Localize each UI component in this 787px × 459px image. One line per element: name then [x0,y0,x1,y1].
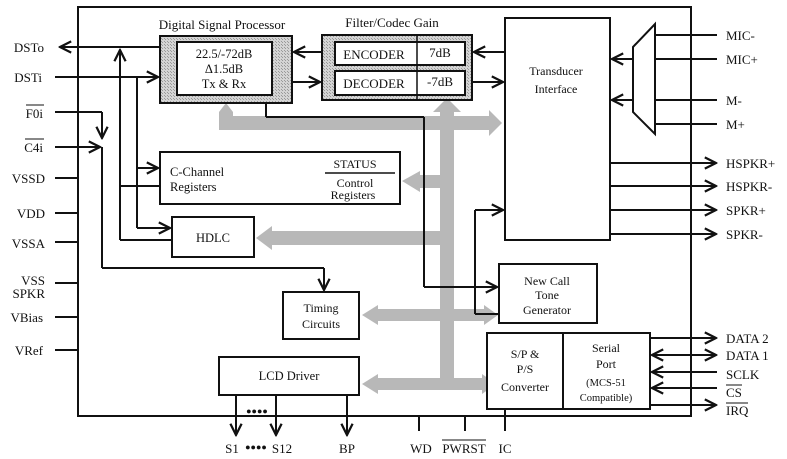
pin-vbias: VBias [11,310,44,325]
bus-arrow-up [433,98,461,112]
dsp-line1: 22.5/-72dB [196,47,253,61]
newcall-line1: New Call [524,274,570,288]
lcd-dots: ●●●● [246,406,268,416]
bus-top [219,116,489,130]
pin-mic-plus: MIC+ [726,52,758,67]
encoder-label: ENCODER [343,47,405,62]
pin-wd: WD [410,441,432,456]
c-channel-registers-block: C-Channel Registers STATUS Control Regis… [159,151,401,205]
internal-bus [219,98,502,394]
new-call-tone-generator-block: New Call Tone Generator [498,263,598,324]
serial-line2: Port [596,357,617,371]
bottom-pins: S1 S12 BP WD PWRST IC [225,439,512,456]
pin-spkr: SPKR [12,286,45,301]
chip-boundary [77,6,692,417]
bus-arrow-right-top [489,110,502,136]
cchannel-line2: Registers [170,180,217,194]
timing-line2: Circuits [302,317,340,331]
pin-spkr-plus: SPKR+ [726,203,766,218]
pin-s12: S12 [272,441,292,456]
dsp-line3: Tx & Rx [202,77,247,91]
filter-title: Filter/Codec Gain [345,15,439,30]
pin-bp: BP [339,441,355,456]
lcd-label: LCD Driver [259,369,321,383]
newcall-line3: Generator [523,303,571,317]
hdlc-block: HDLC [171,216,255,258]
transducer-line1: Transducer [529,64,583,78]
left-pins: DSTo DSTi F0i C4i VSSD VDD VSSA VSS SPKR… [11,40,46,358]
pin-m-plus: M+ [726,117,745,132]
newcall-line2: Tone [535,288,559,302]
bus-hdlc [270,231,440,245]
pin-cs: CS [726,385,742,400]
serial-line1: Serial [592,341,621,355]
bus-lcd [378,378,482,390]
serial-line3: (MCS-51 [586,378,626,389]
encoder-gain: 7dB [429,45,451,60]
hdlc-label: HDLC [196,231,230,245]
cchannel-line1: C-Channel [170,165,225,179]
dsp-line2: Δ1.5dB [205,62,243,76]
pin-vss: VSS [21,273,45,288]
pin-mic-minus: MIC- [726,28,755,43]
pin-sclk: SCLK [726,367,760,382]
sp-converter-block: S/P & P/S Converter [486,332,564,410]
signal-wires [55,34,717,435]
pin-irq: IRQ [726,403,749,418]
decoder-gain: -7dB [427,74,453,89]
sp-line3: Converter [501,380,549,394]
pin-pwrst: PWRST [442,441,485,456]
bus-arrow-up-dsp [219,103,233,130]
sp-line2: P/S [517,362,534,376]
pin-dsti: DSTi [14,70,42,85]
bus-vertical [440,110,454,390]
pin-s1: S1 [225,441,239,456]
pin-hspkr-plus: HSPKR+ [726,156,775,171]
pin-vref: VRef [15,343,44,358]
pin-dots: ●●●● [245,442,267,452]
pin-spkr-minus: SPKR- [726,227,763,242]
dsp-title: Digital Signal Processor [159,17,286,32]
pin-ic: IC [499,441,512,456]
filter-codec-block: Filter/Codec Gain ENCODER 7dB DECODER -7… [321,15,473,101]
pin-vssd: VSSD [12,171,45,186]
lcd-driver-block: LCD Driver [218,356,360,396]
pin-vssa: VSSA [12,236,46,251]
decoder-label: DECODER [343,76,405,91]
bus-arrow-lcd [362,374,378,394]
serial-port-block: Serial Port (MCS-51 Compatible) [562,332,651,410]
pin-c4i: C4i [24,140,43,155]
bus-arrow-hdlc [256,226,272,250]
control-line2: Registers [331,188,376,202]
pin-m-minus: M- [726,93,742,108]
dsp-block: Digital Signal Processor 22.5/-72dB Δ1.5… [159,17,293,104]
status-label: STATUS [333,157,376,171]
bus-timing [378,309,484,321]
timing-circuits-block: Timing Circuits [282,291,360,340]
transducer-interface-block: Transducer Interface [504,17,611,241]
transducer-line2: Interface [535,82,578,96]
pin-dsto: DSTo [14,40,44,55]
pin-data1: DATA 1 [726,348,769,363]
pin-vdd: VDD [17,206,45,221]
sp-line1: S/P & [511,347,540,361]
pin-hspkr-minus: HSPKR- [726,179,772,194]
mic-mux [632,21,656,137]
bus-arrow-timing [362,305,378,325]
pin-data2: DATA 2 [726,331,769,346]
bus-arrow-status [402,171,420,192]
right-pins: MIC- MIC+ M- M+ HSPKR+ HSPKR- SPKR+ SPKR… [726,28,775,418]
pin-f0i: F0i [26,106,44,121]
timing-line1: Timing [304,301,339,315]
control-line1: Control [337,176,374,190]
serial-line4: Compatible) [580,393,633,404]
